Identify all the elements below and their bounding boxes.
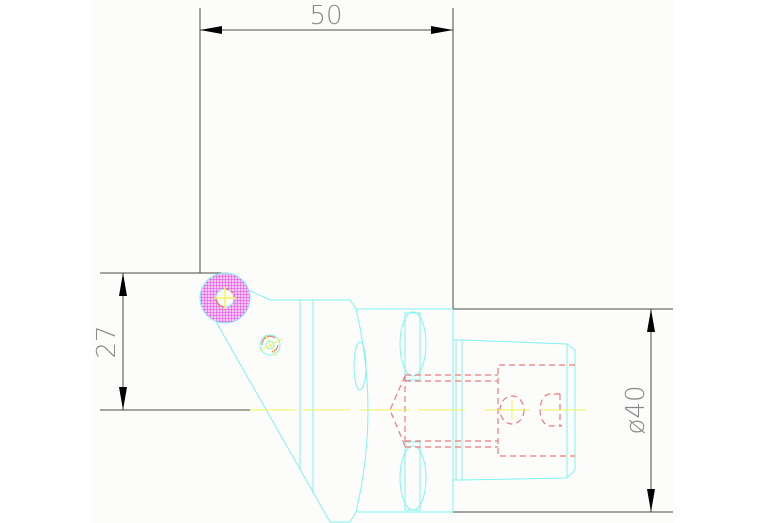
arrow-down-icon bbox=[119, 387, 127, 410]
dimension-27-label: 27 bbox=[92, 325, 122, 358]
screw-hole-detail bbox=[258, 333, 283, 357]
drawing-sheet bbox=[93, 0, 673, 523]
dimension-50 bbox=[199, 8, 454, 309]
arrow-up-icon bbox=[119, 273, 127, 296]
center-line bbox=[250, 400, 586, 420]
hatched-bore-section bbox=[199, 272, 251, 324]
arrow-left-icon bbox=[200, 26, 222, 34]
arrow-down-icon bbox=[647, 489, 655, 512]
arrow-up-icon bbox=[647, 309, 655, 332]
dimension-40 bbox=[453, 308, 673, 513]
arrow-right-icon bbox=[431, 26, 453, 34]
dimension-50-label: 50 bbox=[309, 1, 342, 31]
tool-body-outline bbox=[214, 287, 576, 523]
dimension-40-label: ø40 bbox=[621, 386, 651, 435]
dimension-27 bbox=[100, 272, 250, 411]
